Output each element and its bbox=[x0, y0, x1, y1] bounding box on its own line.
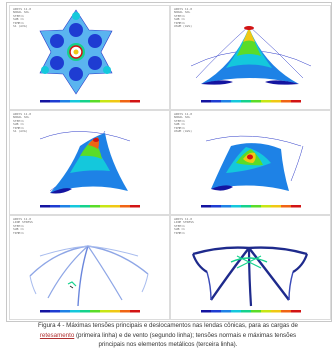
panel-header: ANSYS 11.0 NODAL SOL STEP=1 SUB =1 TIME=… bbox=[174, 112, 193, 134]
panel-metal-principal-stress: ANSYS 11.0 LINE STRESS STEP=1 SUB =1 TIM… bbox=[170, 215, 331, 320]
frame-plot-normal-stress bbox=[29, 245, 149, 313]
color-legend bbox=[201, 310, 301, 313]
panel-stress-prestress-top: ANSYS 11.0 NODAL SOL STEP=1 SUB =1 TIME=… bbox=[9, 5, 170, 110]
color-legend bbox=[40, 310, 140, 313]
caption-line-1: Figura 4 - Máximas tensões principais e … bbox=[37, 322, 298, 329]
panel-header: ANSYS 11.0 NODAL SOL STEP=1 SUB =1 TIME=… bbox=[13, 112, 32, 134]
caption-line-3: principais nos elementos metálicos (terc… bbox=[98, 341, 238, 349]
panel-displacement-prestress: ANSYS 11.0 NODAL SOL STEP=1 SUB =1 TIME=… bbox=[170, 5, 331, 110]
contour-plot-wind-stress bbox=[39, 130, 140, 208]
contour-plot-star bbox=[39, 9, 140, 103]
contour-plot-cone bbox=[190, 25, 312, 103]
panel-header: ANSYS 11.0 LINE STRESS STEP=1 SUB =1 TIM… bbox=[174, 217, 194, 235]
contour-plot-wind-displacement bbox=[201, 135, 304, 208]
color-legend bbox=[40, 100, 140, 103]
frame-plot-principal-stress bbox=[191, 246, 309, 313]
panel-header: ANSYS 11.0 LINE STRESS STEP=1 SUB =1 TIM… bbox=[13, 217, 33, 235]
panel-displacement-wind: ANSYS 11.0 NODAL SOL STEP=1 SUB =1 TIME=… bbox=[170, 110, 331, 215]
panel-header: ANSYS 11.0 NODAL SOL STEP=1 SUB =1 TIME=… bbox=[13, 7, 32, 29]
panel-stress-wind: ANSYS 11.0 NODAL SOL STEP=1 SUB =1 TIME=… bbox=[9, 110, 170, 215]
color-legend bbox=[201, 100, 301, 103]
figure-container: ANSYS 11.0 NODAL SOL STEP=1 SUB =1 TIME=… bbox=[6, 2, 332, 322]
caption-line-2: (primeira linha) e de vento (segundo lin… bbox=[74, 331, 297, 339]
caption-link[interactable]: retesamento bbox=[39, 331, 75, 339]
color-legend bbox=[201, 205, 301, 208]
panel-metal-normal-stress: ANSYS 11.0 LINE STRESS STEP=1 SUB =1 TIM… bbox=[9, 215, 170, 320]
panel-header: ANSYS 11.0 NODAL SOL STEP=1 SUB =1 TIME=… bbox=[174, 7, 193, 29]
color-legend bbox=[40, 205, 140, 208]
figure-caption: Figura 4 - Máximas tensões principais e … bbox=[14, 321, 322, 350]
